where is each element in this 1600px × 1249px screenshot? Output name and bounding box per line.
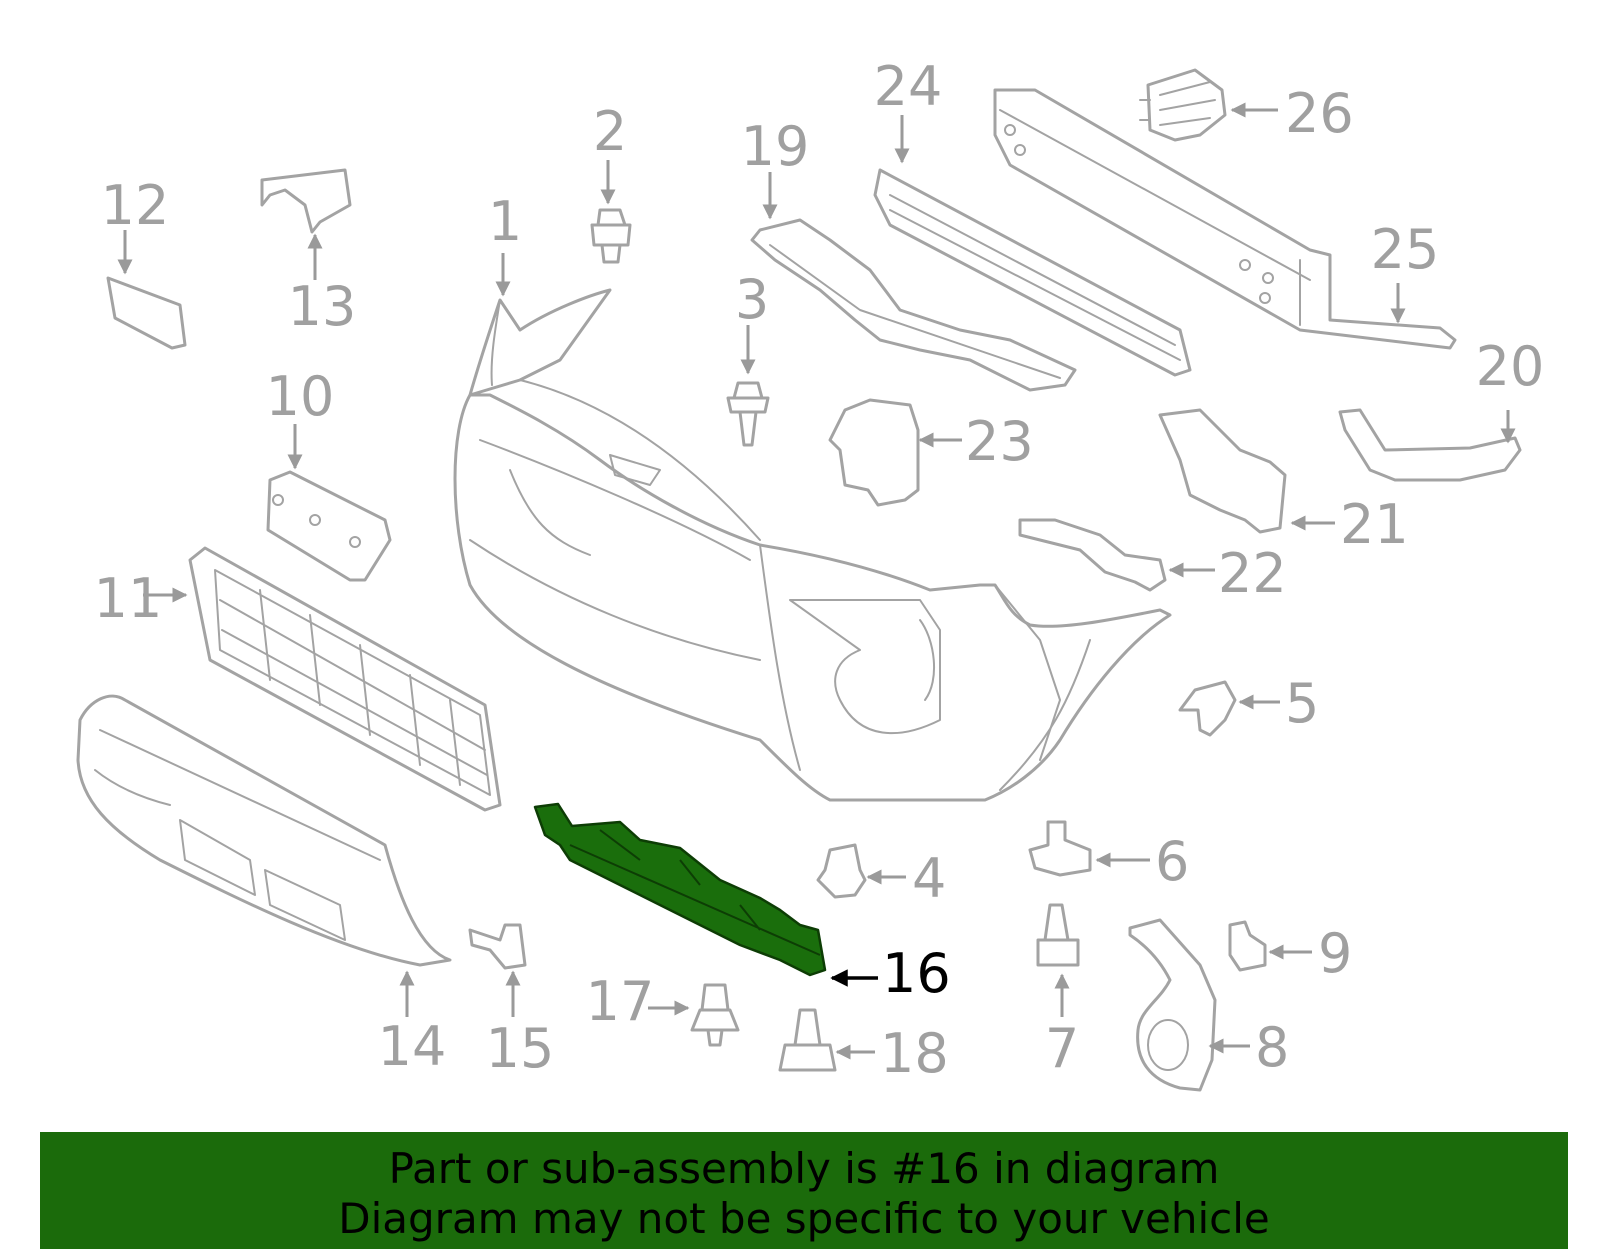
- callout-16: 16: [882, 942, 951, 1005]
- part-14-skid-plate: [76, 694, 452, 967]
- part-25-hole: [1259, 292, 1271, 304]
- banner-line-2: Diagram may not be specific to your vehi…: [338, 1194, 1270, 1243]
- callout-18: 18: [880, 1022, 949, 1085]
- part-5-bracket: [1178, 680, 1237, 737]
- part-10-hole: [349, 536, 361, 548]
- part-25-hole: [1239, 259, 1251, 271]
- part-21-bracket: [1158, 408, 1287, 534]
- callout-22: 22: [1218, 542, 1287, 605]
- callout-7: 7: [1045, 1017, 1079, 1080]
- info-banner: Part or sub-assembly is #16 in diagram D…: [40, 1132, 1568, 1249]
- part-22-bracket: [1018, 518, 1167, 592]
- callout-20: 20: [1476, 335, 1545, 398]
- callout-4: 4: [912, 847, 946, 910]
- part-10-hole: [309, 514, 321, 526]
- part-19-retainer: [750, 218, 1077, 392]
- part-4-clip: [816, 843, 867, 899]
- callout-13: 13: [288, 275, 357, 338]
- part-23-bracket: [828, 398, 920, 507]
- part-16-highlighted: [533, 802, 827, 977]
- part-24-energy-absorber: [873, 168, 1192, 377]
- callout-arrows: [117, 102, 1516, 1060]
- callout-12: 12: [101, 174, 170, 237]
- part-17-clip: [690, 983, 740, 1047]
- part-25-reinforcement: [993, 88, 1457, 350]
- callout-1: 1: [488, 190, 522, 253]
- part-20-bracket: [1338, 408, 1522, 482]
- callout-8: 8: [1255, 1016, 1289, 1079]
- callout-15: 15: [486, 1017, 555, 1080]
- callout-14: 14: [378, 1015, 447, 1078]
- part-10-plate: [266, 470, 392, 582]
- part-1-bumper-cover: [453, 288, 1172, 802]
- callout-9: 9: [1318, 922, 1352, 985]
- part-11-grille: [188, 546, 502, 812]
- callout-23: 23: [965, 410, 1034, 473]
- part-6-clip: [1028, 820, 1092, 877]
- part-18-bolt: [778, 1008, 837, 1072]
- part-15-clip: [468, 923, 527, 970]
- callout-10: 10: [266, 365, 335, 428]
- callout-26: 26: [1285, 82, 1354, 145]
- callout-2: 2: [593, 100, 627, 163]
- part-12-cap: [106, 276, 187, 350]
- callout-17: 17: [586, 970, 655, 1033]
- part-8-lens-opening: [1147, 1019, 1189, 1071]
- part-10-hole: [272, 494, 284, 506]
- part-7-bolt: [1036, 903, 1080, 967]
- callout-21: 21: [1340, 493, 1409, 556]
- callout-25: 25: [1371, 218, 1440, 281]
- part-2-clip: [590, 208, 632, 264]
- banner-line-1: Part or sub-assembly is #16 in diagram: [388, 1144, 1220, 1193]
- part-8-fog-bezel: [1128, 918, 1217, 1092]
- part-16-detail: [569, 829, 821, 956]
- part-13-bracket: [260, 168, 352, 234]
- part-3-clip: [726, 381, 770, 447]
- part-25-hole: [1262, 272, 1274, 284]
- callout-3: 3: [735, 268, 769, 331]
- part-25-hole: [1004, 124, 1016, 136]
- callout-11: 11: [94, 567, 163, 630]
- callout-6: 6: [1155, 830, 1189, 893]
- callout-24: 24: [874, 55, 943, 118]
- parts-diagram: 1 2 3 4 5 6 7 8 9 10 11 12 13 14 15 16 1…: [76, 55, 1545, 1092]
- part-25-hole: [1014, 144, 1026, 156]
- callout-labels: 1 2 3 4 5 6 7 8 9 10 11 12 13 14 15 16 1…: [94, 55, 1545, 1085]
- callout-19: 19: [741, 115, 810, 178]
- part-26-bracket: [1139, 68, 1227, 142]
- part-9-clip: [1228, 920, 1267, 972]
- callout-5: 5: [1285, 672, 1319, 735]
